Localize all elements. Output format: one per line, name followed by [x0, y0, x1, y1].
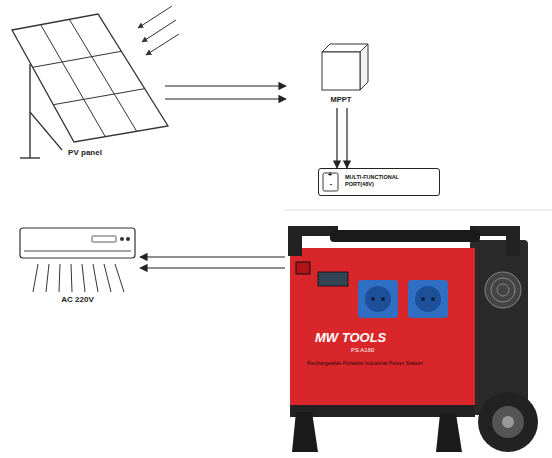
- airflow-line: [82, 264, 85, 292]
- panel-strut: [30, 112, 62, 150]
- ac-vent-edge: [24, 251, 131, 252]
- wheel-tyre: [478, 392, 538, 452]
- port-box: MULTI-FUNCTIONAL PORT(48V): [318, 168, 440, 196]
- socket-face: [415, 286, 441, 312]
- airflow-line: [115, 264, 124, 292]
- pv-panel-node: PV panel: [5, 15, 165, 165]
- power-station-node: MW TOOLSPS A160Rechargeable Portable Ind…: [285, 220, 530, 452]
- handle-post: [506, 226, 520, 256]
- mppt-box-illustration: [322, 44, 368, 90]
- node-label: MPPT: [286, 95, 396, 104]
- top-handle: [330, 230, 480, 242]
- socket-hole: [431, 297, 435, 301]
- sun-ray: [138, 6, 172, 28]
- wheel-hub: [502, 416, 514, 428]
- mppt-side: [360, 44, 368, 90]
- station-body: [290, 248, 475, 413]
- flow-arrow: [165, 98, 286, 99]
- ac-indicator: [126, 237, 130, 241]
- flow-arrow: [140, 256, 285, 257]
- airflow-line: [71, 264, 72, 292]
- station-foot: [292, 412, 318, 452]
- panel-frame: [12, 14, 168, 142]
- fan-ring: [497, 284, 509, 296]
- panel-grid-line: [33, 51, 122, 67]
- side-frame: [470, 240, 528, 415]
- panel-post: [29, 64, 30, 158]
- battery-body: [323, 173, 338, 191]
- flow-arrow: [336, 108, 337, 168]
- airflow-line: [46, 264, 49, 292]
- socket-face: [365, 286, 391, 312]
- product-description: Rechargeable Portable Industrial Power S…: [307, 360, 477, 367]
- ac-socket: [358, 280, 398, 318]
- node-label: PV panel: [45, 148, 125, 158]
- air-conditioner-illustration: [20, 228, 135, 292]
- ac-body: [20, 228, 135, 258]
- ac-airflow: [33, 264, 124, 292]
- display: [318, 272, 348, 286]
- wheel-rim: [492, 406, 524, 438]
- power-station-illustration: [288, 226, 538, 452]
- terminal-sign: +: [325, 171, 335, 178]
- port-label: MULTI-FUNCTIONAL PORT(48V): [345, 174, 415, 187]
- terminal-sign: -: [326, 180, 336, 187]
- ac-indicator: [120, 237, 124, 241]
- flow-arrow: [165, 85, 286, 86]
- fan-grill: [485, 272, 521, 308]
- ac-socket: [408, 280, 448, 318]
- ac-display: [92, 236, 116, 242]
- mppt-node: MPPT: [286, 38, 396, 108]
- airflow-line: [33, 264, 38, 292]
- model-number: PS A160: [351, 347, 411, 354]
- panel-foot: [20, 157, 40, 158]
- panel-grid-line: [41, 25, 106, 137]
- mppt-front: [322, 52, 360, 90]
- airflow-line: [104, 264, 111, 292]
- airflow-line: [93, 264, 98, 292]
- panel-grid-line: [53, 89, 144, 105]
- brand-name: MW TOOLS: [315, 330, 435, 346]
- panel-grid-line: [69, 19, 136, 131]
- flow-arrow: [140, 267, 285, 268]
- photo-edge: [285, 210, 552, 211]
- fan-ring: [491, 278, 515, 302]
- pv-panel-illustration: [12, 6, 179, 158]
- flow-arrow: [346, 108, 347, 168]
- power-switch: [296, 262, 310, 274]
- socket-hole: [421, 297, 425, 301]
- airflow-line: [59, 264, 60, 292]
- socket-hole: [371, 297, 375, 301]
- air-conditioner-node: AC 220V: [15, 225, 140, 310]
- node-label: AC 220V: [15, 295, 140, 305]
- sun-ray: [146, 34, 179, 55]
- socket-hole: [381, 297, 385, 301]
- battery-icon: [323, 173, 338, 191]
- station-foot: [436, 414, 462, 452]
